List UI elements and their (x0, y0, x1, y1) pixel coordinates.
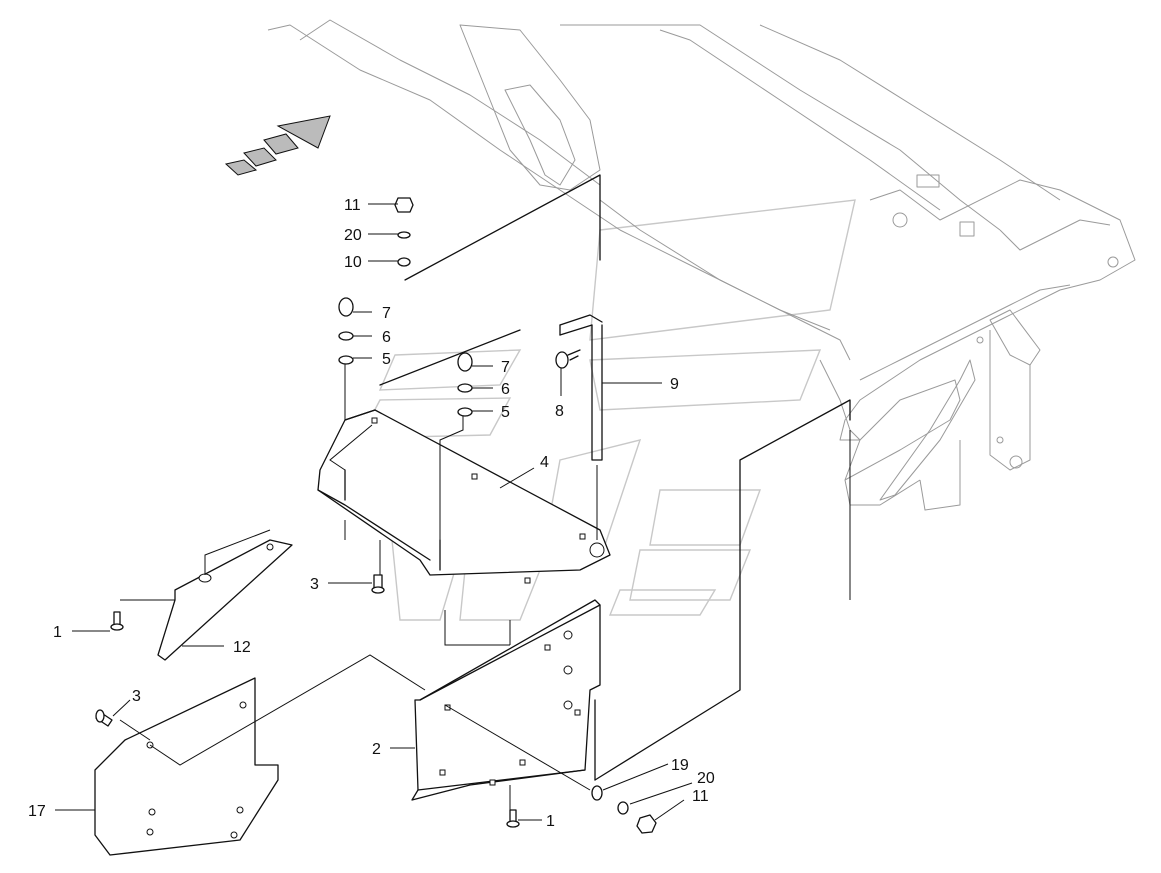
callout-6: 6 (501, 381, 510, 398)
callout-11: 11 (344, 197, 361, 214)
callout-19: 19 (671, 757, 689, 774)
callout-3: 3 (132, 688, 141, 705)
leader-lines (55, 203, 693, 821)
callout-3: 3 (310, 576, 319, 593)
part-2-side-plate (411, 599, 601, 801)
callout-1: 1 (546, 813, 555, 830)
hardware (95, 197, 657, 834)
rear-sheet (594, 399, 851, 781)
callout-11: 11 (692, 788, 709, 805)
callout-7: 7 (501, 359, 510, 376)
callout-4: 4 (540, 454, 549, 471)
part-8-clip (555, 349, 581, 369)
callout-5: 5 (501, 404, 510, 421)
callout-labels: 11 20 10 7 6 5 7 6 5 8 9 4 3 1 12 3 2 17… (28, 197, 715, 830)
callout-8: 8 (555, 403, 564, 420)
callout-1: 1 (53, 624, 62, 641)
callout-2: 2 (372, 741, 381, 758)
callout-12: 12 (233, 639, 251, 656)
upper-rear-sheet (379, 174, 601, 386)
direction-arrow (224, 115, 331, 176)
callout-7: 7 (382, 305, 391, 322)
callout-5: 5 (382, 351, 391, 368)
callout-6: 6 (382, 329, 391, 346)
callout-20: 20 (697, 770, 715, 787)
callout-9: 9 (670, 376, 679, 393)
callout-10: 10 (344, 254, 362, 271)
callout-20: 20 (344, 227, 362, 244)
machine-frame (267, 19, 1136, 511)
part-9-pin (559, 314, 603, 461)
part-12-bracket (157, 539, 293, 661)
part-17-plate (94, 677, 279, 856)
part-4-plate (317, 409, 611, 584)
callout-17: 17 (28, 803, 46, 820)
